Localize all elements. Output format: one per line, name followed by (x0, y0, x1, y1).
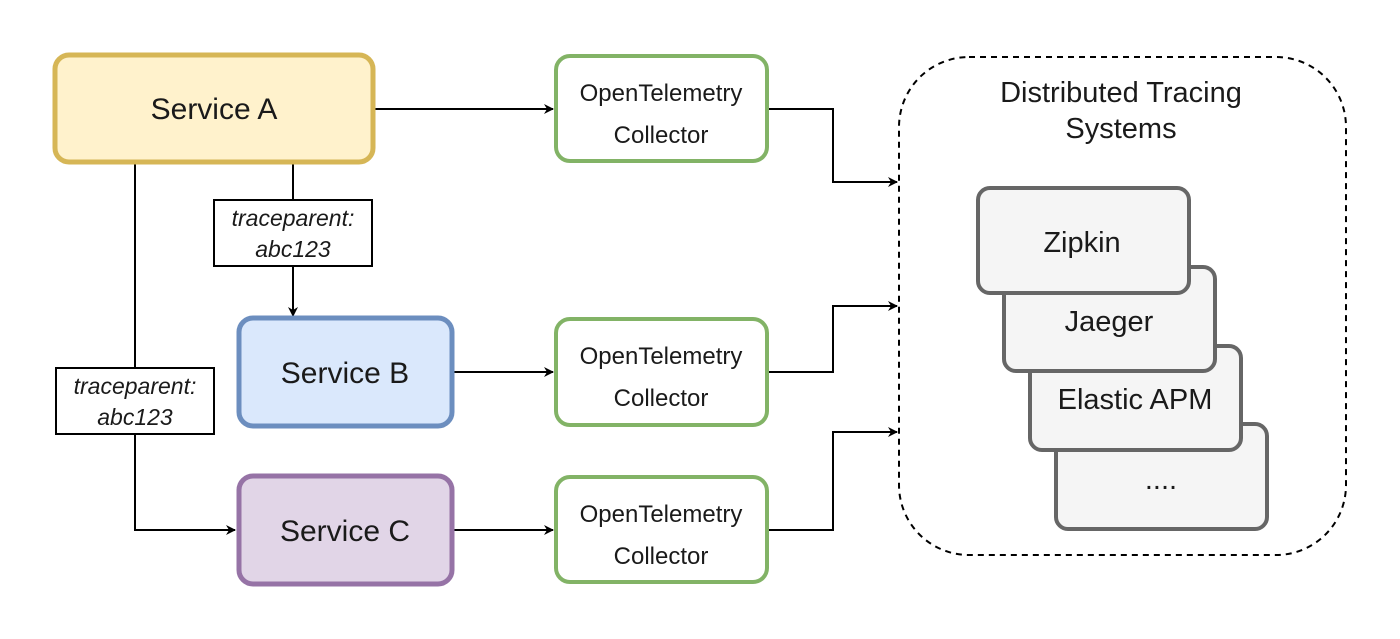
traceparent-label-to-b: traceparent: abc123 (213, 199, 373, 267)
collector-2-line2: Collector (614, 385, 709, 412)
arrow-collector-1-to-tracing (768, 108, 898, 187)
collector-1: OpenTelemetry Collector (554, 54, 769, 163)
service-b-label: Service B (281, 357, 409, 390)
service-a-box: Service A (52, 52, 376, 165)
system-label-elastic-apm: Elastic APM (1058, 384, 1213, 416)
collector-3-line2: Collector (614, 543, 709, 570)
system-label-other: .... (1145, 464, 1177, 496)
collector-2-line1: OpenTelemetry (580, 343, 743, 370)
traceparent-value-to-b: abc123 (255, 236, 331, 262)
service-a-label: Service A (151, 93, 278, 126)
collector-3: OpenTelemetry Collector (554, 475, 769, 584)
system-label-jaeger: Jaeger (1065, 306, 1154, 338)
traceparent-value-to-c: abc123 (97, 404, 173, 430)
collector-2: OpenTelemetry Collector (554, 317, 769, 427)
arrow-collector-3-to-tracing (768, 427, 898, 531)
connectors (134, 104, 898, 535)
traceparent-key-to-c: traceparent: (74, 373, 197, 399)
traceparent-label-to-c: traceparent: abc123 (55, 367, 215, 435)
service-b-box: Service B (236, 315, 455, 429)
system-label-zipkin: Zipkin (1043, 227, 1120, 259)
service-c-box: Service C (236, 473, 455, 587)
traceparent-key-to-b: traceparent: (232, 205, 355, 231)
tracing-systems-subtitle: Systems (1065, 113, 1176, 145)
collector-3-line1: OpenTelemetry (580, 501, 743, 528)
arrow-collector-2-to-tracing (768, 301, 898, 373)
system-card-zipkin: Zipkin (976, 186, 1191, 295)
collector-1-line1: OpenTelemetry (580, 80, 743, 107)
collector-1-line2: Collector (614, 122, 709, 149)
tracing-systems-title: Distributed Tracing (1000, 77, 1242, 109)
service-c-label: Service C (280, 515, 410, 548)
arrow-a-to-c (134, 164, 236, 535)
